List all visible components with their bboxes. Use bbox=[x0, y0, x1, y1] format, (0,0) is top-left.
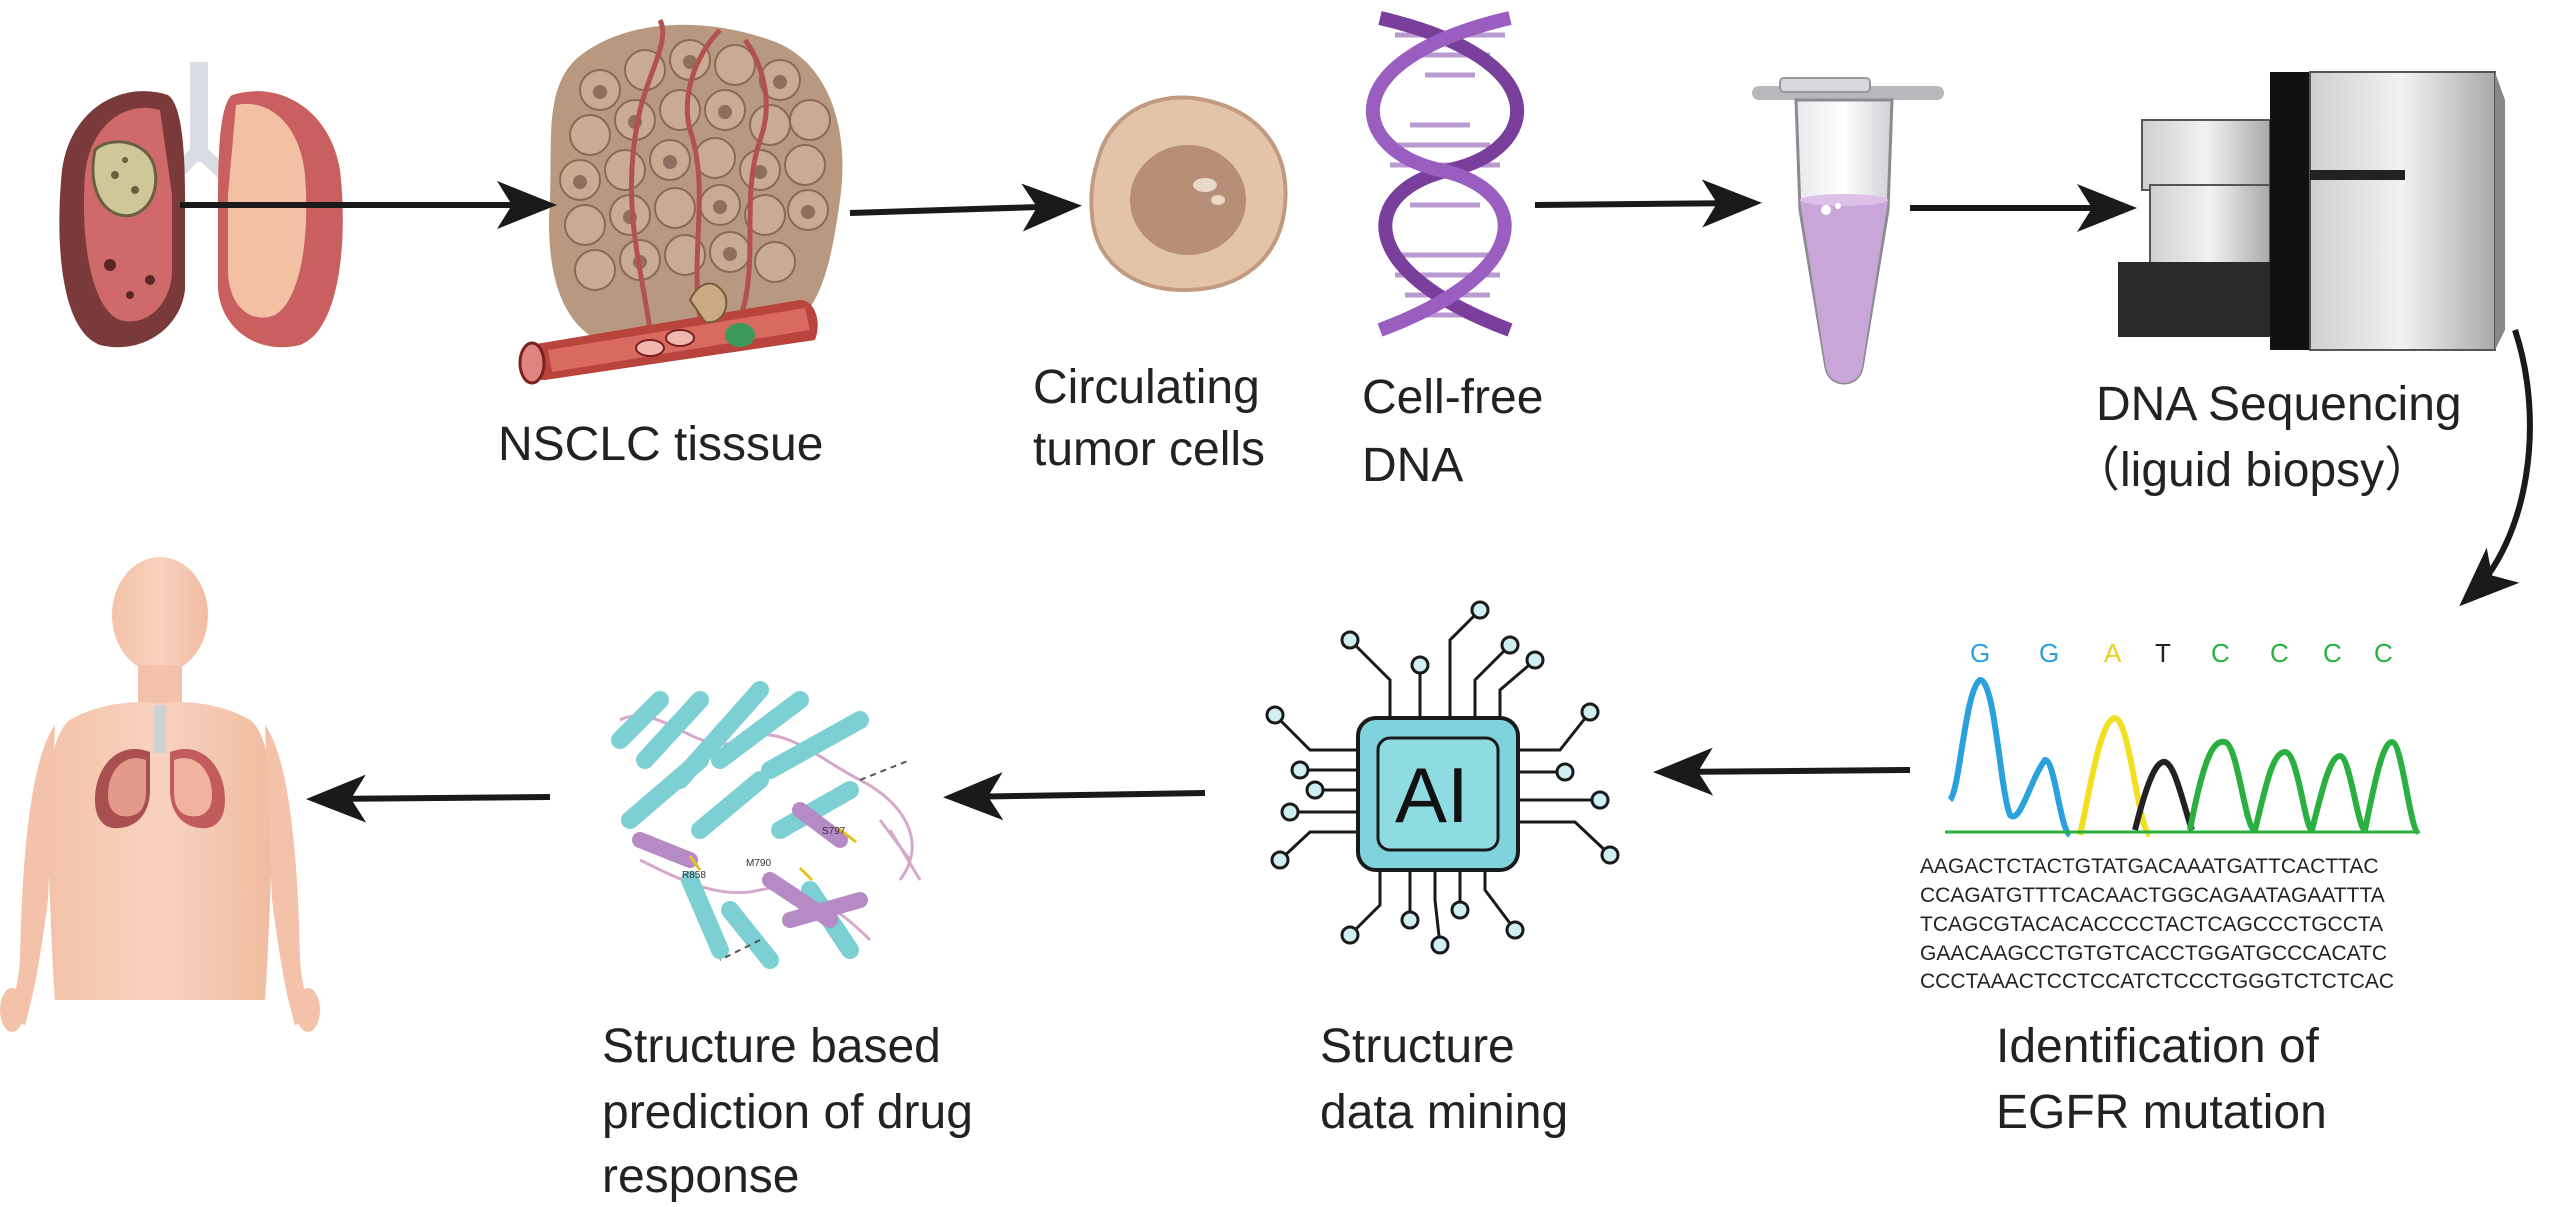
dna-sequencer-illustration bbox=[2118, 71, 2505, 351]
dna-helix-illustration bbox=[1365, 11, 1525, 337]
flow-arrows-top bbox=[180, 179, 2533, 607]
label-prediction-line2: prediction of drug bbox=[602, 1086, 973, 1139]
label-ctc-line2: tumor cells bbox=[1033, 423, 1265, 476]
patient-body-illustration bbox=[0, 557, 320, 1032]
label-cfdna-line1: Cell-free bbox=[1362, 371, 1543, 424]
residue-label: S797 bbox=[822, 826, 846, 837]
residue-label: M790 bbox=[746, 858, 771, 869]
base-letter: G bbox=[1970, 638, 1990, 668]
peak-trace-c bbox=[2187, 738, 2421, 835]
base-letter: A bbox=[2104, 638, 2122, 668]
chromatogram: G G A T C C C C AAGACTCTACTGTATGACAAATGA… bbox=[1920, 638, 2421, 993]
label-nsclc-tissue: NSCLC tisssue bbox=[498, 418, 823, 471]
label-sequencing-line1: DNA Sequencing bbox=[2096, 378, 2462, 431]
base-letter: C bbox=[2270, 638, 2289, 668]
label-mining-line2: data mining bbox=[1320, 1086, 1568, 1139]
base-letter: G bbox=[2039, 638, 2059, 668]
peak-trace-g bbox=[1947, 676, 2073, 838]
sequence-line: CCAGATGTTTCACAACTGGCAGAATAGAATTTA bbox=[1920, 884, 2385, 907]
sequence-line: AAGACTCTACTGTATGACAAATGATTCACTTAC bbox=[1920, 855, 2379, 878]
label-egfr-line1: Identification of bbox=[1996, 1020, 2320, 1073]
label-prediction-line3: response bbox=[602, 1150, 799, 1203]
ai-chip-illustration: AI bbox=[1265, 600, 1620, 955]
flow-arrows-bottom bbox=[306, 747, 1911, 823]
protein-structure-illustration: S797 M790 R858 bbox=[611, 681, 922, 969]
lungs-illustration bbox=[59, 62, 343, 348]
tumor-tissue-illustration bbox=[518, 18, 843, 385]
label-mining-line1: Structure bbox=[1320, 1020, 1515, 1073]
residue-label: R858 bbox=[682, 870, 706, 881]
ai-chip-label: AI bbox=[1395, 751, 1469, 839]
label-egfr-line2: EGFR mutation bbox=[1996, 1086, 2327, 1139]
chromatogram-bases: G G A T C C C C bbox=[1970, 638, 2393, 668]
label-prediction-line1: Structure based bbox=[602, 1020, 941, 1073]
base-letter: C bbox=[2374, 638, 2393, 668]
tumor-cell-illustration bbox=[1089, 95, 1288, 293]
sequence-line: TCAGCGTACACACCCCTACTCAGCCCTGCCTA bbox=[1920, 913, 2383, 936]
base-letter: T bbox=[2155, 638, 2171, 668]
arrow-sequencer-to-chromatogram bbox=[2459, 329, 2533, 607]
arrow-protein-to-patient bbox=[306, 774, 551, 823]
base-letter: C bbox=[2323, 638, 2342, 668]
arrow-tissue-to-cell bbox=[849, 183, 1082, 232]
sequence-line: GAACAAGCCTGTGTCACCTGGATGCCCACATC bbox=[1920, 942, 2387, 965]
arrow-chromatogram-to-ai bbox=[1653, 747, 1911, 796]
sequence-line: CCCTAAACTCCTCCATCTCCCTGGGTCTCTCAC bbox=[1920, 970, 2394, 993]
label-ctc-line1: Circulating bbox=[1033, 361, 1260, 414]
base-letter: C bbox=[2211, 638, 2230, 668]
arrow-dna-to-tube bbox=[1534, 179, 1762, 228]
peak-trace-t bbox=[2132, 759, 2195, 831]
arrow-ai-to-protein bbox=[943, 772, 1206, 821]
sample-tube-illustration bbox=[1752, 77, 1944, 385]
label-sequencing-line2: （liguid biopsy） bbox=[2072, 444, 2432, 497]
label-cfdna-line2: DNA bbox=[1362, 439, 1463, 492]
